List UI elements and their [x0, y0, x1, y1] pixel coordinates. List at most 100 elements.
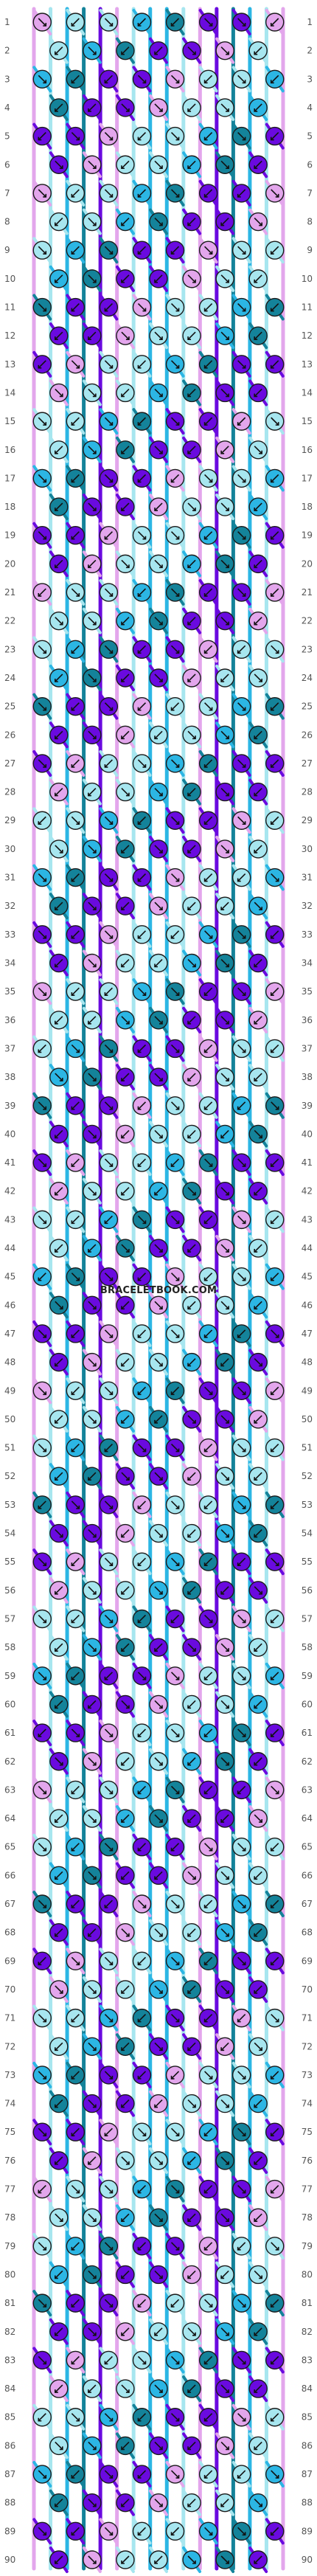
knot-arrowhead-icon: [38, 2189, 42, 2194]
knot-arrowhead-icon: [237, 2475, 241, 2479]
knot-arrowhead-icon: [121, 1876, 125, 1880]
knot-arrow-icon: [254, 1985, 262, 1994]
knot-arrowhead-icon: [159, 1705, 163, 1709]
knot-arrow-icon: [121, 901, 130, 910]
knot-arrowhead-icon: [226, 963, 229, 968]
knot-arrow-icon: [104, 2355, 113, 2365]
knot-arrowhead-icon: [242, 2417, 246, 2422]
knot-arrow-icon: [71, 930, 80, 939]
row-label-right: 76: [302, 2156, 313, 2166]
knot-arrow-icon: [38, 2299, 46, 2307]
knot-arrowhead-icon: [192, 1191, 196, 1196]
knot-arrowhead-icon: [242, 707, 246, 711]
knot-arrowhead-icon: [121, 2218, 125, 2222]
knot-arrow-icon: [154, 958, 163, 968]
knot-arrow-icon: [170, 2127, 180, 2136]
knot-arrow-icon: [88, 2156, 97, 2165]
knot-arrow-icon: [204, 2527, 213, 2535]
knot-arrow-icon: [254, 1016, 262, 1025]
knot-arrow-icon: [271, 2527, 279, 2535]
knot-arrow-icon: [220, 1528, 229, 1538]
knot-arrow-icon: [137, 1956, 147, 1965]
knot-arrowhead-icon: [55, 2275, 58, 2279]
knot-arrow-icon: [237, 1843, 246, 1852]
knot-arrow-icon: [104, 1444, 113, 1453]
row-label-left: 18: [4, 502, 15, 512]
knot-arrowhead-icon: [242, 1277, 246, 1281]
knot-arrowhead-icon: [125, 792, 130, 797]
knot-arrowhead-icon: [187, 1990, 192, 1994]
row-label-left: 53: [4, 1500, 15, 1510]
knot-arrow-icon: [38, 759, 46, 768]
knot-arrow-icon: [71, 816, 80, 825]
row-label-right: 72: [302, 2041, 313, 2052]
knot-arrowhead-icon: [226, 508, 229, 511]
knot-arrow-icon: [121, 502, 130, 511]
knot-arrowhead-icon: [275, 422, 279, 426]
row-label-right: 82: [302, 2327, 313, 2337]
knot-arrowhead-icon: [109, 1734, 114, 1737]
knot-arrowhead-icon: [92, 1990, 97, 1994]
knot-arrowhead-icon: [159, 1933, 163, 1937]
knot-arrowhead-icon: [104, 2133, 108, 2137]
knot-arrowhead-icon: [121, 51, 125, 55]
knot-arrow-icon: [170, 1386, 180, 1395]
knot-arrow-icon: [254, 1586, 262, 1595]
row-label-left: 10: [4, 274, 15, 284]
row-label-left: 65: [4, 1842, 15, 1852]
knot-arrow-icon: [170, 930, 180, 939]
knot-arrow-icon: [88, 1472, 97, 1481]
knot-arrow-icon: [187, 2327, 196, 2336]
knot-arrow-icon: [187, 274, 196, 283]
knot-arrowhead-icon: [170, 1619, 175, 1624]
knot-arrowhead-icon: [187, 2446, 192, 2451]
row-label-left: 22: [4, 616, 15, 626]
knot-arrowhead-icon: [88, 1477, 91, 1481]
knot-arrowhead-icon: [237, 1562, 241, 1566]
knot-arrow-icon: [154, 502, 163, 511]
knot-arrow-icon: [187, 958, 196, 968]
knot-arrow-icon: [154, 845, 163, 854]
knot-arrow-icon: [237, 2470, 246, 2479]
knot-arrow-icon: [154, 217, 163, 226]
knot-arrow-icon: [88, 1415, 97, 1424]
row-label-left: 39: [4, 1101, 15, 1111]
knot-arrow-icon: [237, 1329, 246, 1338]
knot-arrow-icon: [121, 1757, 130, 1766]
knot-arrowhead-icon: [43, 23, 47, 27]
knot-arrowhead-icon: [187, 2218, 192, 2222]
row-label-right: 36: [302, 1015, 313, 1025]
knot-arrowhead-icon: [237, 1334, 241, 1338]
knot-arrow-icon: [154, 788, 163, 797]
knot-arrowhead-icon: [142, 992, 147, 996]
row-label-left: 68: [4, 1928, 15, 1938]
knot-arrowhead-icon: [270, 1505, 274, 1509]
knot-arrowhead-icon: [137, 2246, 142, 2251]
knot-arrowhead-icon: [203, 1962, 208, 1966]
knot-arrowhead-icon: [38, 1505, 42, 1509]
row-label-left: 36: [4, 1015, 15, 1025]
knot-arrowhead-icon: [275, 1790, 279, 1795]
row-label-right: 87: [302, 2469, 313, 2479]
knot-arrow-icon: [38, 1843, 46, 1852]
knot-arrow-icon: [187, 730, 196, 739]
row-label-right: 60: [302, 1699, 313, 1709]
knot-arrowhead-icon: [43, 1847, 47, 1852]
knot-arrow-icon: [137, 1557, 147, 1566]
knot-arrow-icon: [220, 1643, 229, 1652]
knot-arrow-icon: [271, 1386, 279, 1395]
knot-arrowhead-icon: [254, 508, 258, 511]
knot-arrowhead-icon: [187, 1705, 192, 1709]
knot-arrow-icon: [187, 2441, 196, 2450]
knot-arrow-icon: [271, 2470, 279, 2479]
knot-arrowhead-icon: [203, 2018, 208, 2023]
knot-arrowhead-icon: [237, 193, 241, 198]
row-label-right: 52: [302, 1471, 313, 1481]
row-label-left: 38: [4, 1072, 15, 1082]
knot-arrow-icon: [220, 901, 229, 910]
knot-arrowhead-icon: [121, 2503, 125, 2507]
knot-arrowhead-icon: [92, 222, 97, 226]
knot-arrow-icon: [121, 1187, 130, 1196]
knot-arrowhead-icon: [159, 1306, 163, 1310]
knot-arrowhead-icon: [270, 479, 274, 483]
